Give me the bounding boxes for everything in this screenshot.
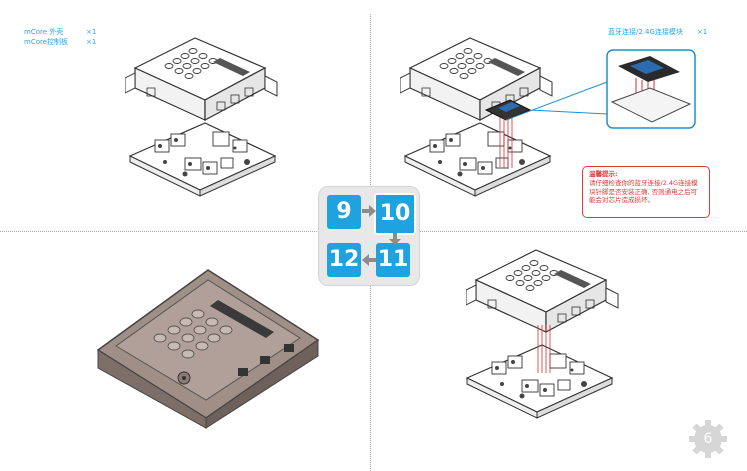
warning-tip-box: 温馨提示: 请仔细检查你的蓝牙连接/2.4G连接模块针脚是否安装正确, 否则通电… (582, 166, 710, 218)
case-shell-illustration (125, 37, 278, 121)
tip-text: 请仔细检查你的蓝牙连接/2.4G连接模块针脚是否安装正确, 否则通电之后可能会对… (589, 179, 698, 204)
step-badge: 12 (327, 243, 361, 277)
page-number: 6 (703, 431, 713, 447)
part-qty: ×1 (86, 28, 97, 36)
bluetooth-module-illustration (484, 49, 696, 169)
arrow-right-icon (362, 205, 376, 217)
part-name: 蓝牙连接/2.4G连接模块 (608, 28, 683, 36)
step-badge-current: 10 (374, 193, 416, 235)
tip-title: 温馨提示: (589, 170, 618, 178)
arrow-down-icon (389, 233, 401, 245)
part-qty: ×1 (696, 28, 708, 36)
part-row: mCore控制板 ×1 (24, 37, 96, 47)
part-name: mCore控制板 (24, 38, 69, 46)
arrow-left-icon (362, 254, 376, 266)
parts-list-right: 蓝牙连接/2.4G连接模块 ×1 (608, 27, 707, 37)
control-board-illustration (129, 122, 276, 197)
part-qty: ×1 (86, 38, 97, 46)
part-name: mCore 外壳 (24, 28, 64, 36)
assembled-case-illustration (96, 269, 320, 429)
pin-guide-lines (537, 325, 551, 373)
step-sequence-panel: 9 10 11 12 (318, 186, 420, 286)
step-badge: 9 (327, 195, 361, 229)
step-badge: 11 (376, 243, 410, 277)
gear-icon (689, 420, 727, 458)
part-row: mCore 外壳 ×1 (24, 27, 96, 37)
parts-list-left: mCore 外壳 ×1 mCore控制板 ×1 (24, 27, 96, 47)
